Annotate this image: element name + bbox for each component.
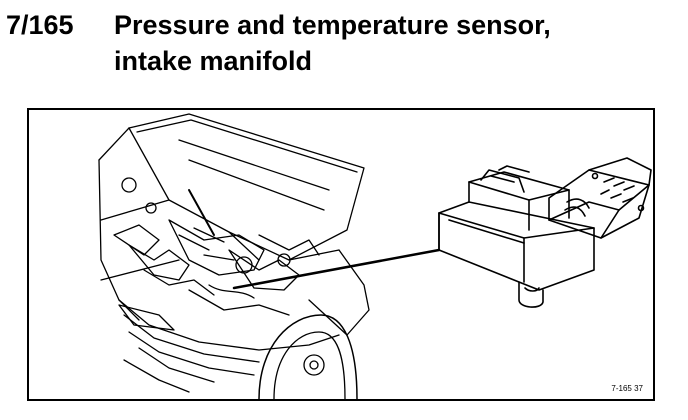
engine-bay-sensor-illustration [98,113,652,399]
car-drawing [98,113,370,399]
sensor-drawing [438,157,652,308]
section-title-line-1: Pressure and temperature sensor, [114,10,551,40]
section-title-line-2: intake manifold [114,46,313,76]
illustration-frame: 7-165 37 [27,108,655,401]
section-number: 7/165 [6,10,74,40]
figure-reference-code: 7-165 37 [611,384,643,393]
leader-line [232,248,441,290]
